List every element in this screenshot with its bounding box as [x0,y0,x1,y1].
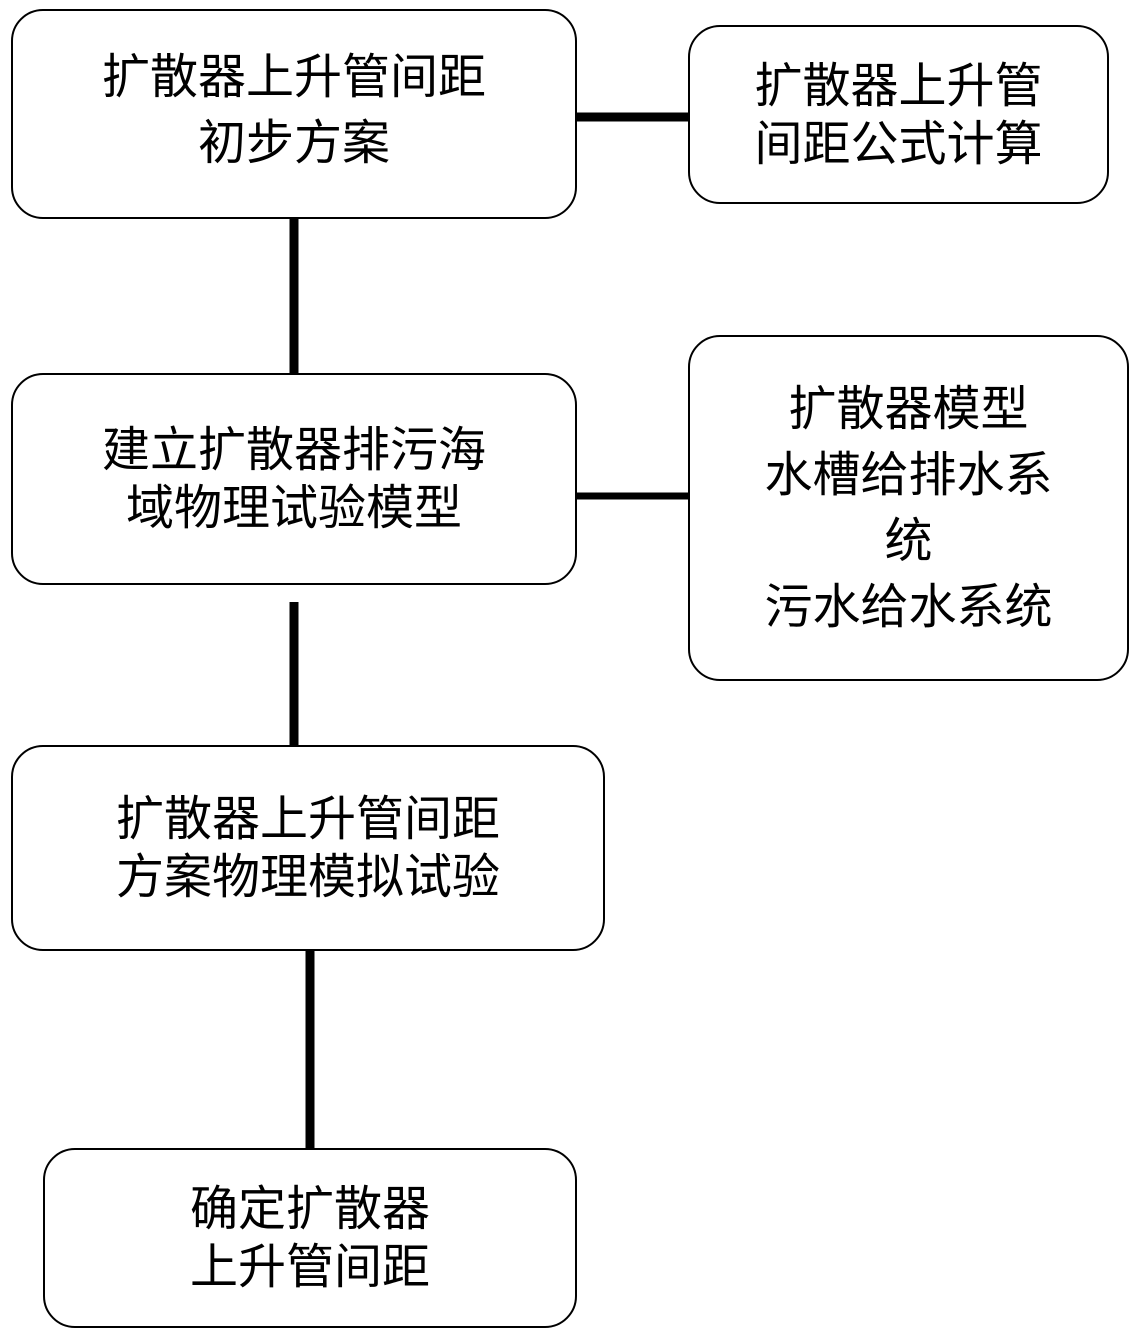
node-text-line: 统 [884,513,933,569]
node-text-line: 初步方案 [197,115,390,171]
node-water-systems: 扩散器模型 水槽给排水系 统 污水给水系统 [688,335,1129,681]
node-text-line: 域物理试验模型 [125,480,462,536]
node-text-line: 上升管间距 [189,1239,430,1295]
node-text-line: 扩散器上升管间距 [115,791,500,847]
node-text-line: 扩散器模型 [788,381,1029,437]
node-text-line: 建立扩散器排污海 [101,422,486,478]
node-final-spacing: 确定扩散器 上升管间距 [43,1148,577,1328]
node-text-line: 扩散器上升管间距 [101,49,486,105]
node-text-line: 水槽给排水系 [764,447,1053,503]
node-text-line: 方案物理模拟试验 [115,849,500,905]
node-text-line: 污水给水系统 [764,579,1053,635]
node-text-line: 间距公式计算 [754,115,1043,172]
node-formula-calc: 扩散器上升管 间距公式计算 [688,25,1109,204]
node-simulation-test: 扩散器上升管间距 方案物理模拟试验 [11,745,605,951]
node-text-line: 确定扩散器 [189,1181,430,1237]
node-build-model: 建立扩散器排污海 域物理试验模型 [11,373,577,585]
node-initial-plan: 扩散器上升管间距 初步方案 [11,9,577,219]
node-text-line: 扩散器上升管 [754,57,1043,114]
